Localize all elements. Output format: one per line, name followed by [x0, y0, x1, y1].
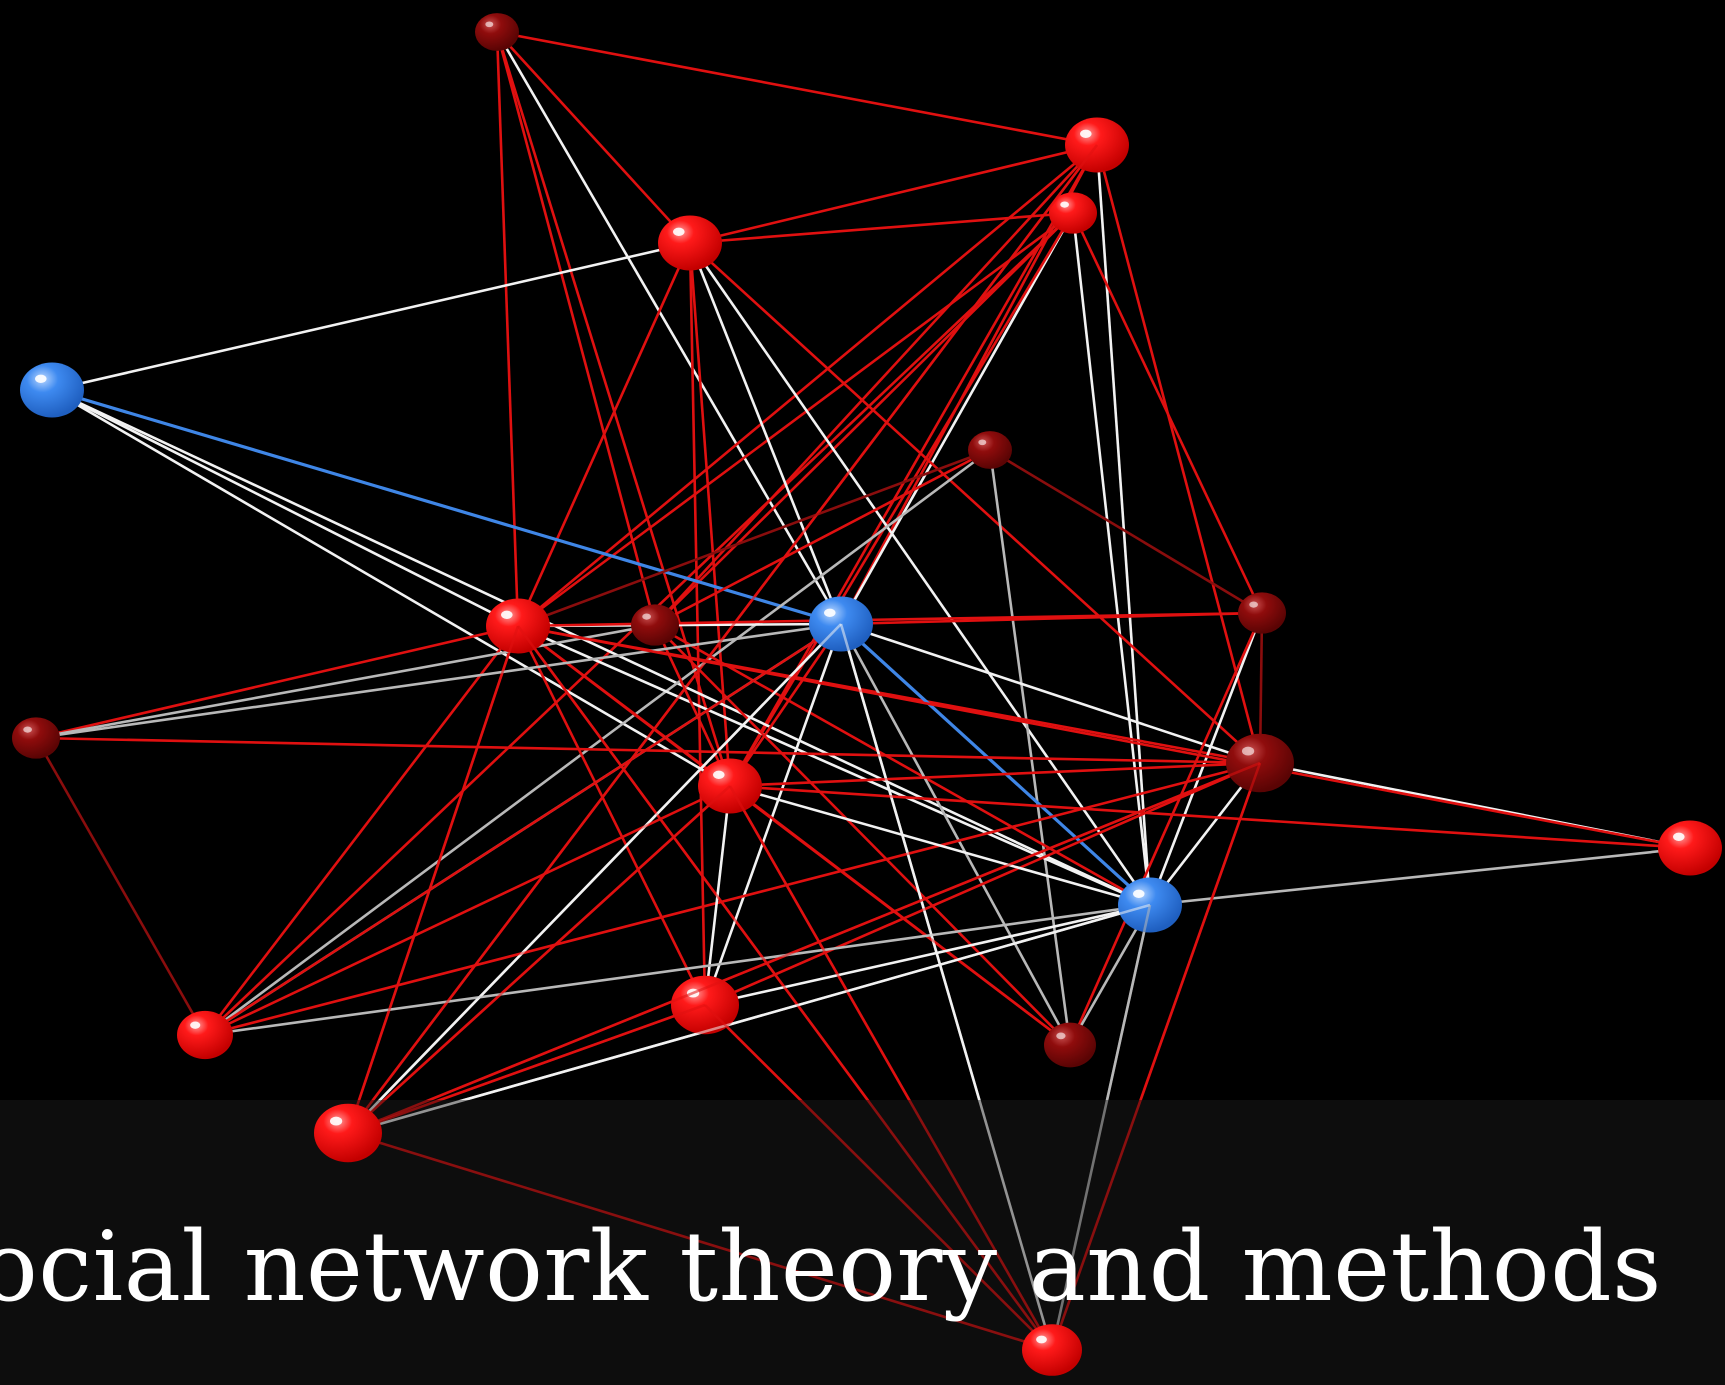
node-J-darkred — [1238, 592, 1286, 634]
edge-G-O — [517, 624, 1151, 907]
node-N-red — [1658, 820, 1722, 876]
edge-C-O — [688, 242, 1152, 906]
edge-H-K — [35, 623, 656, 740]
node-B-red — [1065, 117, 1129, 173]
edge-N-G — [517, 624, 1691, 850]
node-F-darkred — [968, 431, 1012, 469]
edge-F-J — [989, 448, 1263, 615]
edge-A-B — [496, 30, 1098, 147]
node-Q-red — [671, 975, 739, 1035]
node-A-darkred — [475, 13, 519, 51]
node-R-darkred — [1044, 1022, 1096, 1068]
node-E-blue — [20, 362, 84, 418]
node-K-darkred — [12, 717, 60, 759]
edge-A-H — [495, 31, 657, 626]
edge-F-H — [654, 448, 991, 627]
edge-I-K — [35, 622, 842, 740]
edge-C-G — [516, 242, 692, 627]
edge-A-G — [495, 31, 520, 627]
edge-F-R — [988, 449, 1072, 1046]
node-I-blue — [809, 596, 873, 652]
edge-F-P — [204, 448, 991, 1037]
edge-K-L — [35, 736, 1261, 765]
node-O-blue — [1118, 877, 1182, 933]
edge-I-Q — [703, 623, 843, 1006]
edge-A-M — [495, 31, 732, 787]
edge-M-N — [729, 784, 1691, 850]
edge-D-J — [1071, 212, 1264, 614]
node-G-red — [486, 598, 550, 654]
node-L-darkred — [1226, 733, 1294, 793]
node-C-red — [658, 215, 722, 271]
edge-C-E — [51, 241, 691, 392]
edge-I-S — [347, 623, 842, 1134]
edge-I-O — [839, 622, 1152, 907]
edge-N-O — [1149, 846, 1691, 907]
edge-A-I — [495, 31, 843, 625]
node-P-red — [177, 1010, 233, 1060]
edge-B-L — [1095, 144, 1262, 764]
edge-J-G — [517, 611, 1263, 628]
slide-title: ocial network theory and methods — [0, 1211, 1662, 1323]
edge-E-M — [51, 388, 731, 788]
edge-K-P — [34, 737, 207, 1036]
node-M-red — [698, 758, 762, 814]
node-H-darkred — [631, 604, 679, 646]
edge-L-S — [347, 761, 1261, 1135]
edge-B-O — [1095, 144, 1152, 906]
node-D-red — [1049, 192, 1097, 234]
edge-C-L — [689, 242, 1261, 764]
